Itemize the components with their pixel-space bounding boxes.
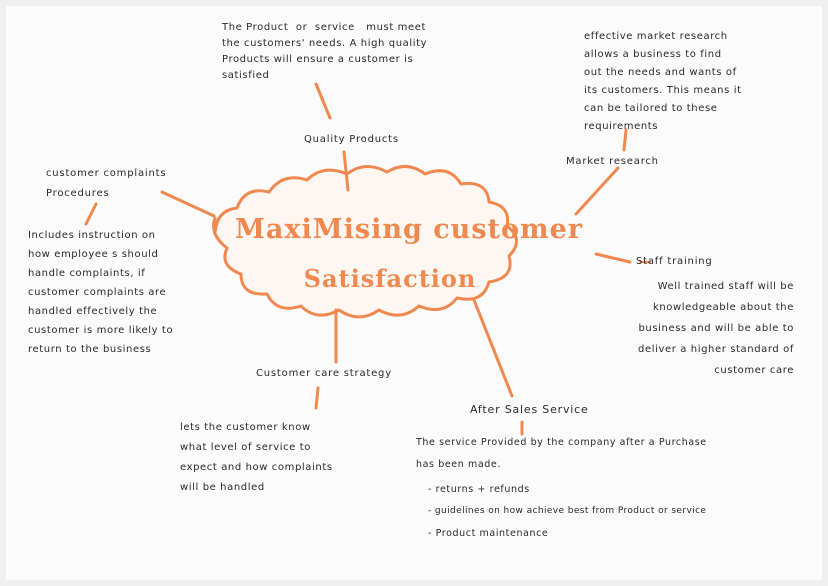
after-sales-bullet: - guidelines on how achieve best from Pr… <box>428 506 707 516</box>
quality-description: The Product or service must meet the cus… <box>222 22 428 81</box>
complaints-description: Includes instruction on how employee s s… <box>28 230 174 355</box>
training-label: Staff training <box>636 256 713 267</box>
link-care-desc <box>314 386 320 410</box>
connector-after-sales <box>472 298 514 398</box>
care-label: Customer care strategy <box>256 368 392 379</box>
central-title-line2: Satisfaction <box>303 264 477 293</box>
complaints-label: customer complaints Procedures <box>46 168 167 199</box>
central-cloud <box>212 165 518 319</box>
after-sales-bullet: - returns + refunds <box>428 484 530 495</box>
central-title-line1: MaxiMising customer <box>235 214 583 245</box>
after-sales-bullet: - Product maintenance <box>428 528 549 539</box>
after-sales-description: The service Provided by the company afte… <box>416 437 707 470</box>
link-quality-desc <box>314 82 332 120</box>
training-description: Well trained staff will be knowledgeable… <box>638 281 794 376</box>
connector-quality <box>342 150 350 192</box>
link-complaints-desc <box>84 202 98 226</box>
after-sales-label: After Sales Service <box>470 403 589 416</box>
market-description: effective market research allows a busin… <box>584 31 742 132</box>
market-label: Market research <box>566 156 659 167</box>
quality-label: Quality Products <box>304 134 399 145</box>
link-market-desc <box>622 128 628 152</box>
connector-training <box>594 252 632 264</box>
care-description: lets the customer know what level of ser… <box>180 422 333 493</box>
connector-market <box>574 166 620 216</box>
connector-complaints <box>160 190 216 218</box>
